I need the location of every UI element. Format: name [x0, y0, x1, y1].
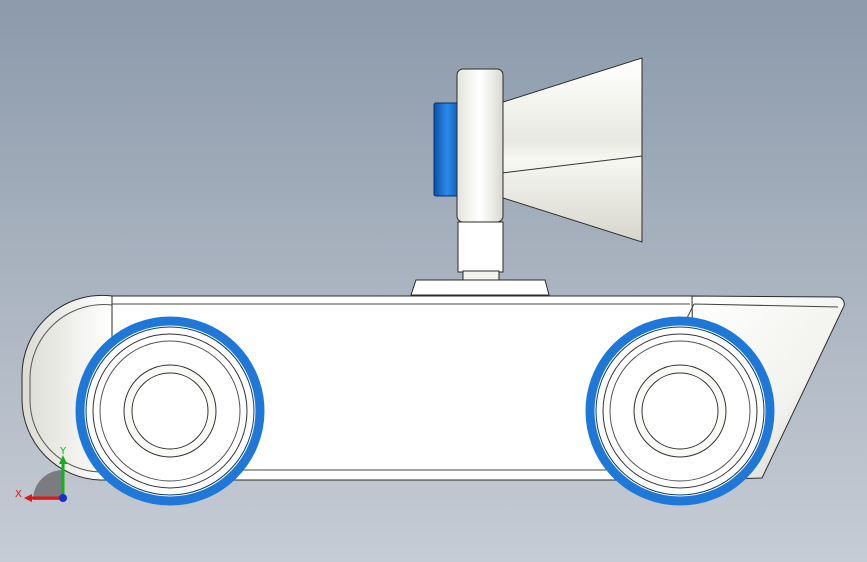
- horn-edge: [501, 155, 643, 174]
- right-wheel: [585, 316, 775, 506]
- camera-lens: [433, 102, 461, 197]
- mast-neck: [462, 270, 500, 281]
- mast-base: [410, 279, 550, 296]
- camera-hub: [456, 68, 504, 223]
- left-wheel: [75, 316, 265, 506]
- camera-mast: [457, 221, 504, 273]
- horn-body: [499, 57, 643, 243]
